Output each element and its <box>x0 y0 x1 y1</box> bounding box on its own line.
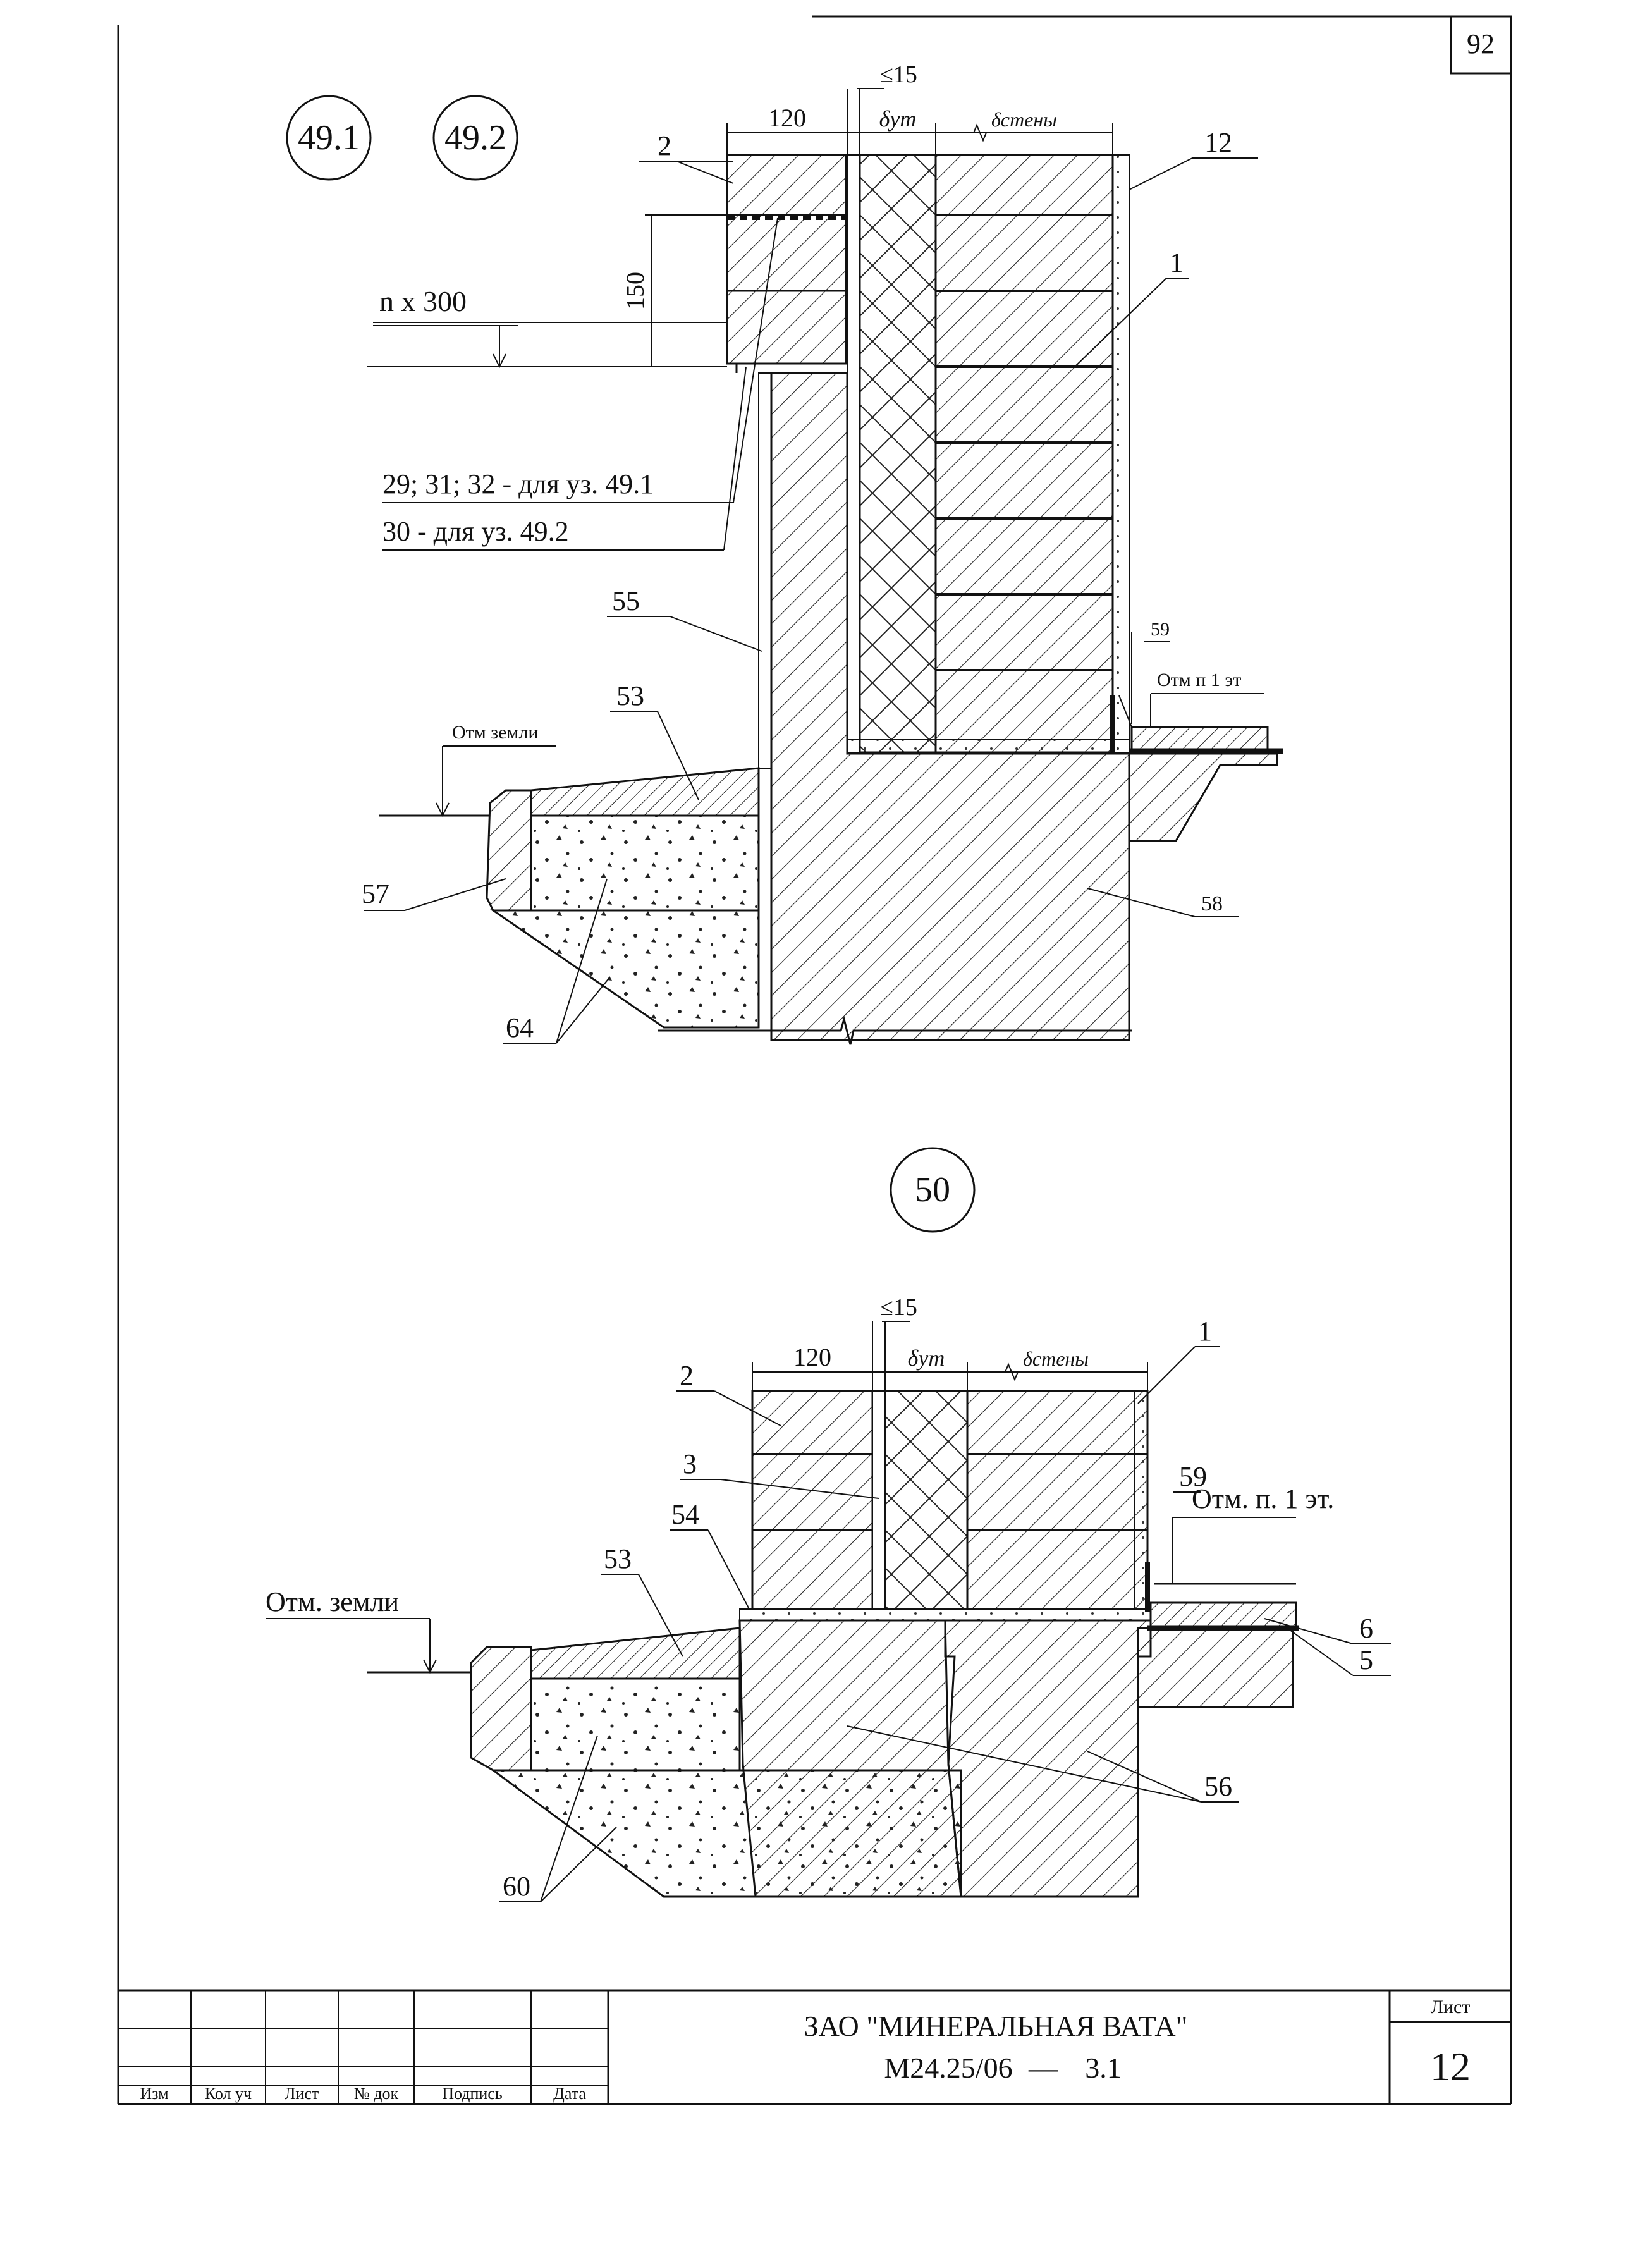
callout-60: 60 <box>503 1871 530 1902</box>
base-mortar-50 <box>739 1608 1151 1621</box>
floor-slab-49 <box>1128 752 1278 842</box>
callout-2-50: 2 <box>680 1360 694 1391</box>
dim-15-49: ≤15 <box>880 61 917 88</box>
concrete-fill-64 <box>530 814 760 912</box>
dim-150: 150 <box>621 272 649 310</box>
node-label-49-1: 49.1 <box>298 118 360 157</box>
list-label: Лист <box>1431 1997 1471 2017</box>
stamp-header-signature: Подпись <box>442 2085 503 2103</box>
base-mortar-49 <box>847 739 1130 754</box>
callout-53-50: 53 <box>604 1543 632 1574</box>
facing-brick-49 <box>726 154 847 365</box>
foundation-block-56b <box>944 1619 1152 1898</box>
dim-120-50: 120 <box>793 1343 831 1371</box>
callout-59-49: 59 <box>1151 619 1170 640</box>
callout-54: 54 <box>671 1499 699 1530</box>
callout-5: 5 <box>1359 1644 1373 1675</box>
gravel-base-60 <box>490 1769 962 1898</box>
floor-slab-50 <box>1137 1627 1294 1708</box>
node-circle-49-2 <box>432 95 518 181</box>
title-block: Изм Кол уч Лист № док Подпись Дата ЗАО "… <box>118 1989 1511 2104</box>
page-number-box <box>1450 15 1512 75</box>
company-name: ЗАО "МИНЕРАЛЬНАЯ ВАТА" <box>804 2010 1188 2042</box>
callout-3: 3 <box>683 1448 697 1479</box>
dim-wall-49: δстены <box>991 108 1057 131</box>
callout-1-50: 1 <box>1198 1316 1212 1347</box>
floor-finish-49 <box>1130 726 1269 752</box>
main-wall-50 <box>966 1390 1149 1610</box>
callout-56: 56 <box>1204 1771 1232 1802</box>
floor-mark-49: Отм п 1 эт <box>1157 670 1241 690</box>
callout-64: 64 <box>506 1012 534 1043</box>
blind-area-53-50 <box>530 1627 741 1680</box>
callout-57: 57 <box>362 878 389 909</box>
callout-58: 58 <box>1201 892 1223 915</box>
blind-area-53 <box>530 767 760 817</box>
gravel-base-64 <box>490 909 760 1029</box>
detail-50: 50 120 ≤15 δут δстены <box>266 1147 1391 1902</box>
list-number: 12 <box>1430 2044 1471 2089</box>
document-code: М24.25/06 <box>884 2052 1012 2084</box>
stamp-header-doc: № док <box>354 2085 399 2103</box>
dim-15-50: ≤15 <box>880 1294 917 1321</box>
dim-wall-50: δстены <box>1023 1347 1089 1370</box>
floor-mark-50: Отм. п. 1 эт. <box>1192 1483 1334 1514</box>
plinth-finish-49 <box>758 372 772 769</box>
facing-brick-50 <box>751 1390 874 1610</box>
stamp-header-list: Лист <box>285 2085 319 2103</box>
note-29-31-32: 29; 31; 32 - для уз. 49.1 <box>382 468 654 499</box>
code-dash: — <box>1028 2052 1058 2084</box>
detail-49: 49.1 49.2 120 ≤15 δут δстены <box>286 61 1283 1045</box>
node-label-50: 50 <box>915 1170 950 1209</box>
dim-ut-49: δут <box>879 106 917 132</box>
ground-mark-50: Отм. земли <box>266 1586 399 1617</box>
note-30: 30 - для уз. 49.2 <box>382 516 569 547</box>
dim-ut-50: δут <box>908 1345 945 1371</box>
level-step-label: n x 300 <box>379 285 467 317</box>
insulation-50 <box>884 1390 969 1610</box>
dim-120-49: 120 <box>768 104 806 132</box>
callout-12-49: 12 <box>1204 127 1232 158</box>
sheet-frame: 92 <box>117 15 1512 2105</box>
floor-finish-50 <box>1149 1601 1297 1629</box>
callout-6: 6 <box>1359 1613 1373 1644</box>
node-label-49-2: 49.2 <box>444 118 506 157</box>
callout-2-49: 2 <box>658 130 671 161</box>
node-circle-50 <box>890 1147 976 1233</box>
callout-1-49: 1 <box>1170 247 1184 278</box>
callout-53-49: 53 <box>616 680 644 711</box>
curb-50 <box>470 1646 532 1772</box>
page-number: 92 <box>1467 28 1495 59</box>
main-wall-49 <box>934 154 1114 754</box>
callout-59-50: 59 <box>1179 1461 1207 1492</box>
callout-55: 55 <box>612 585 640 616</box>
ground-mark-49: Отм земли <box>452 722 538 743</box>
stamp-header-date: Дата <box>553 2085 586 2103</box>
concrete-fill-60 <box>530 1677 741 1772</box>
break-mark-49 <box>840 1015 1132 1045</box>
insulation-49 <box>859 154 937 754</box>
curb-57 <box>486 789 532 912</box>
stamp-header-kol-uch: Кол уч <box>205 2085 252 2103</box>
plaster-49 <box>1112 154 1130 753</box>
document-part: 3.1 <box>1085 2052 1122 2084</box>
air-gap-49 <box>847 154 860 753</box>
air-gap-50 <box>872 1390 886 1610</box>
node-circle-49-1 <box>286 95 372 181</box>
stamp-header-izm: Изм <box>140 2085 168 2103</box>
